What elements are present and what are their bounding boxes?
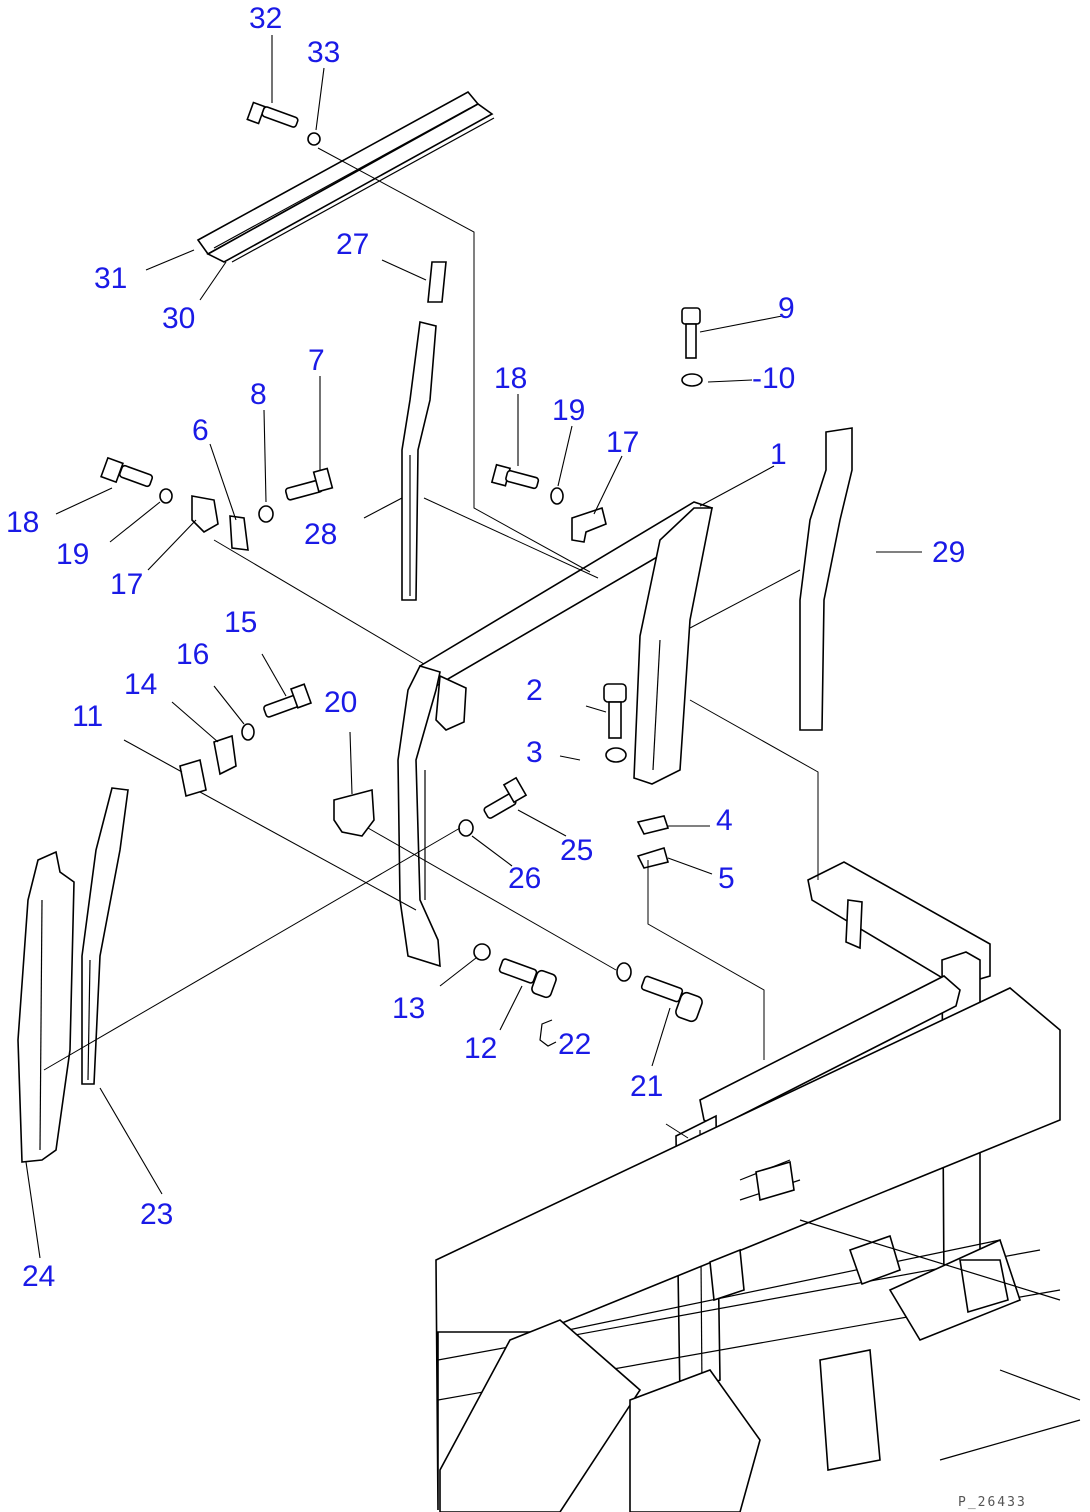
bracket-17-right: [571, 506, 607, 543]
callout-4: 4: [716, 804, 733, 837]
bracket-6: [229, 515, 249, 551]
washer-22: [616, 962, 632, 982]
callout-30: 30: [162, 302, 195, 335]
callout-labels: 32 33 31 30 27 9 -10 7 8 18 19 17 1 6 18…: [6, 2, 965, 1293]
callout-19-right: 19: [552, 394, 585, 427]
callout-18-right: 18: [494, 362, 527, 395]
clip-27: [427, 261, 447, 303]
bracket-14: [213, 734, 237, 776]
callout-1: 1: [770, 438, 787, 471]
washer-26: [458, 819, 474, 837]
callout-29: 29: [932, 536, 965, 569]
bolt-2: [603, 683, 627, 739]
strip-23: [81, 787, 129, 1085]
bracket-20: [333, 788, 375, 837]
callout-26: 26: [508, 862, 541, 895]
callout-16: 16: [176, 638, 209, 671]
base-frame: [435, 861, 1081, 1512]
clip-22: [539, 1019, 557, 1047]
washer-8: [258, 505, 274, 523]
callout-6: 6: [192, 414, 209, 447]
callout-17-right: 17: [606, 426, 639, 459]
callout-21: 21: [630, 1070, 663, 1103]
assembly-lines: [43, 147, 819, 1139]
washer-19-right: [550, 487, 564, 505]
callout-20: 20: [324, 686, 357, 719]
drawing-reference-code: P_26433: [958, 1495, 1027, 1510]
callout-12: 12: [464, 1032, 497, 1065]
plate-4: [636, 815, 670, 835]
bolt-12: [498, 958, 557, 999]
callout-14: 14: [124, 668, 157, 701]
bolt-7: [284, 467, 334, 501]
callout-19-left: 19: [56, 538, 89, 571]
upright-29: [799, 427, 853, 731]
callout-5: 5: [718, 862, 735, 895]
callout-8: 8: [250, 378, 267, 411]
callout-9: 9: [778, 292, 795, 325]
callout-28: 28: [304, 518, 337, 551]
callout-18-left: 18: [6, 506, 39, 539]
washer-33: [307, 132, 321, 146]
callout-31: 31: [94, 262, 127, 295]
strip-28: [401, 321, 437, 601]
washer-3: [605, 747, 627, 763]
callout-3: 3: [526, 736, 543, 769]
washer-10: [681, 373, 703, 387]
callout-17-left: 17: [110, 568, 143, 601]
washer-13: [473, 943, 491, 961]
bolt-15: [263, 683, 313, 718]
callout-11: 11: [72, 700, 103, 733]
callout-32: 32: [249, 2, 282, 35]
washer-16: [241, 723, 255, 741]
main-frame-1: [397, 501, 714, 968]
top-rail: [196, 90, 495, 263]
bolt-9: [681, 307, 701, 359]
bolt-18-left: [100, 456, 154, 488]
callout-23: 23: [140, 1198, 173, 1231]
part-drawings: [17, 90, 1081, 1512]
bracket-11: [179, 758, 207, 798]
callout-15: 15: [224, 606, 257, 639]
callout-2: 2: [526, 674, 543, 707]
callout-10: -10: [752, 362, 795, 395]
bracket-17-left: [191, 495, 219, 533]
callout-24: 24: [22, 1260, 55, 1293]
bolt-21: [640, 975, 703, 1023]
washer-19-left: [159, 488, 173, 504]
leader-lines: [25, 35, 922, 1259]
plate-5: [636, 846, 669, 869]
callout-25: 25: [560, 834, 593, 867]
pillar-24: [17, 850, 75, 1163]
bolt-25: [483, 776, 528, 819]
callout-33: 33: [307, 36, 340, 69]
callout-7: 7: [308, 344, 325, 377]
callout-27: 27: [336, 228, 369, 261]
bolt-18-right: [490, 463, 540, 490]
bolt-32: [246, 101, 299, 128]
callout-13: 13: [392, 992, 425, 1025]
callout-22: 22: [558, 1028, 591, 1061]
